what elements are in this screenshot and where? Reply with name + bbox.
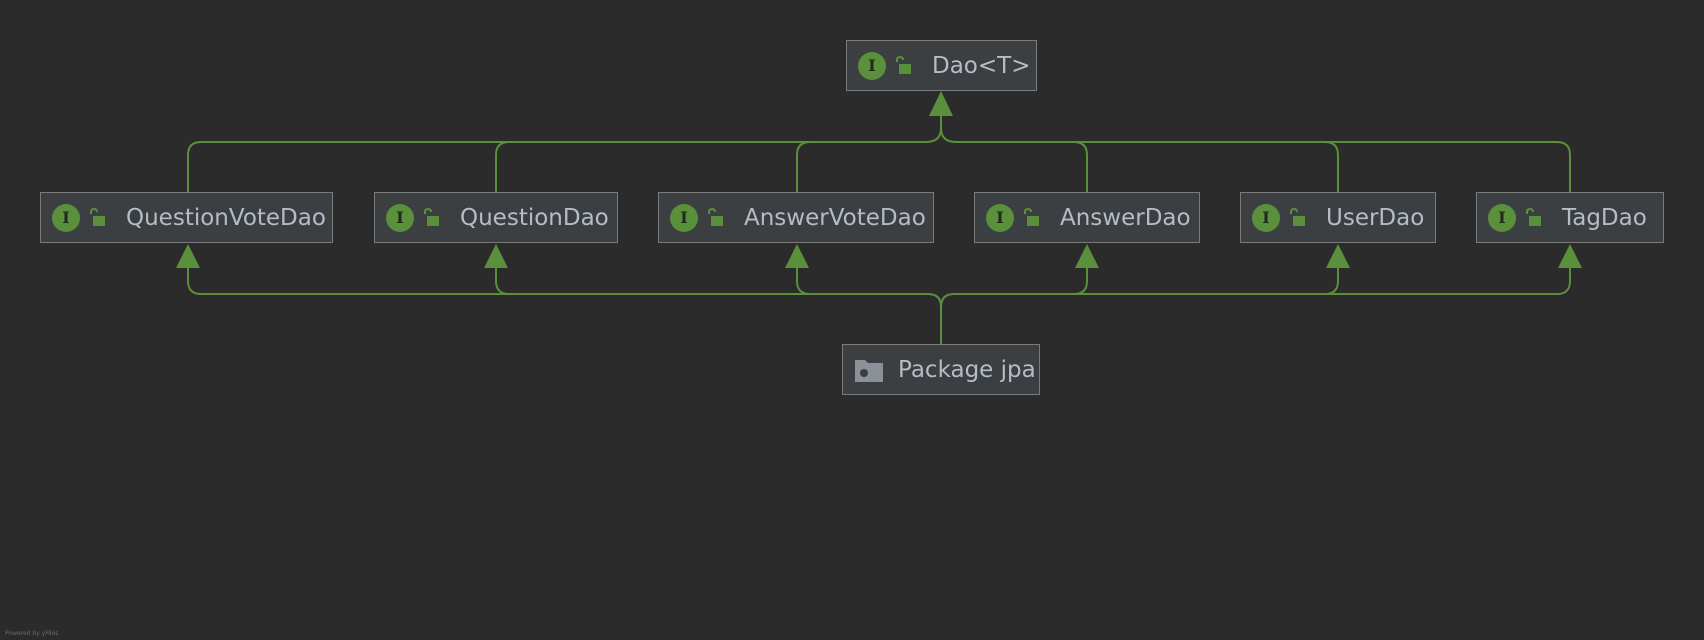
package-folder-icon [854, 357, 884, 383]
node-label: Package jpa [898, 356, 1036, 383]
arrowhead-userdao [1326, 244, 1350, 268]
arrowhead-tagdao [1558, 244, 1582, 268]
node-userdao[interactable]: I UserDao [1240, 192, 1436, 243]
public-visibility-lock-icon [1524, 207, 1542, 228]
node-questionvotedao[interactable]: I QuestionVoteDao [40, 192, 333, 243]
node-label: AnswerVoteDao [744, 204, 926, 231]
interface-badge-icon: I [858, 51, 886, 80]
arrowhead-questiondao [484, 244, 508, 268]
interface-badge-icon: I [986, 203, 1014, 232]
node-label: AnswerDao [1060, 204, 1191, 231]
node-tagdao[interactable]: I TagDao [1476, 192, 1664, 243]
arrowhead-dao [929, 91, 953, 116]
public-visibility-lock-icon [706, 207, 724, 228]
edge-userdao-to-dao [1324, 141, 1339, 193]
public-visibility-lock-icon [1022, 207, 1040, 228]
interface-badge-icon: I [670, 203, 698, 232]
node-dao[interactable]: I Dao<T> [846, 40, 1037, 91]
node-label: QuestionVoteDao [126, 204, 326, 231]
node-label: UserDao [1326, 204, 1425, 231]
node-package-jpa[interactable]: Package jpa [842, 344, 1040, 395]
node-answervotedao[interactable]: I AnswerVoteDao [658, 192, 934, 243]
edge-questionvotedao-to-dao [187, 110, 942, 193]
node-label: TagDao [1562, 204, 1647, 231]
arrowhead-answerdao [1075, 244, 1099, 268]
interface-badge-icon: I [386, 203, 414, 232]
edge-answerdao-to-dao [940, 127, 1088, 193]
edge-questiondao-to-dao [495, 141, 510, 193]
public-visibility-lock-icon [894, 55, 912, 76]
arrowhead-answervotedao [785, 244, 809, 268]
node-label: Dao<T> [932, 52, 1031, 79]
node-answerdao[interactable]: I AnswerDao [974, 192, 1200, 243]
arrowhead-questionvotedao [176, 244, 200, 268]
interface-badge-icon: I [1488, 203, 1516, 232]
edge-answervotedao-to-dao [796, 141, 811, 193]
powered-by-footer: Powered by yFiles [5, 630, 59, 637]
public-visibility-lock-icon [1288, 207, 1306, 228]
interface-badge-icon: I [1252, 203, 1280, 232]
node-questiondao[interactable]: I QuestionDao [374, 192, 618, 243]
public-visibility-lock-icon [422, 207, 440, 228]
edge-tagdao-to-dao [956, 141, 1571, 193]
public-visibility-lock-icon [88, 207, 106, 228]
node-label: QuestionDao [460, 204, 609, 231]
interface-badge-icon: I [52, 203, 80, 232]
edge-package-to-interfaces [187, 265, 942, 345]
